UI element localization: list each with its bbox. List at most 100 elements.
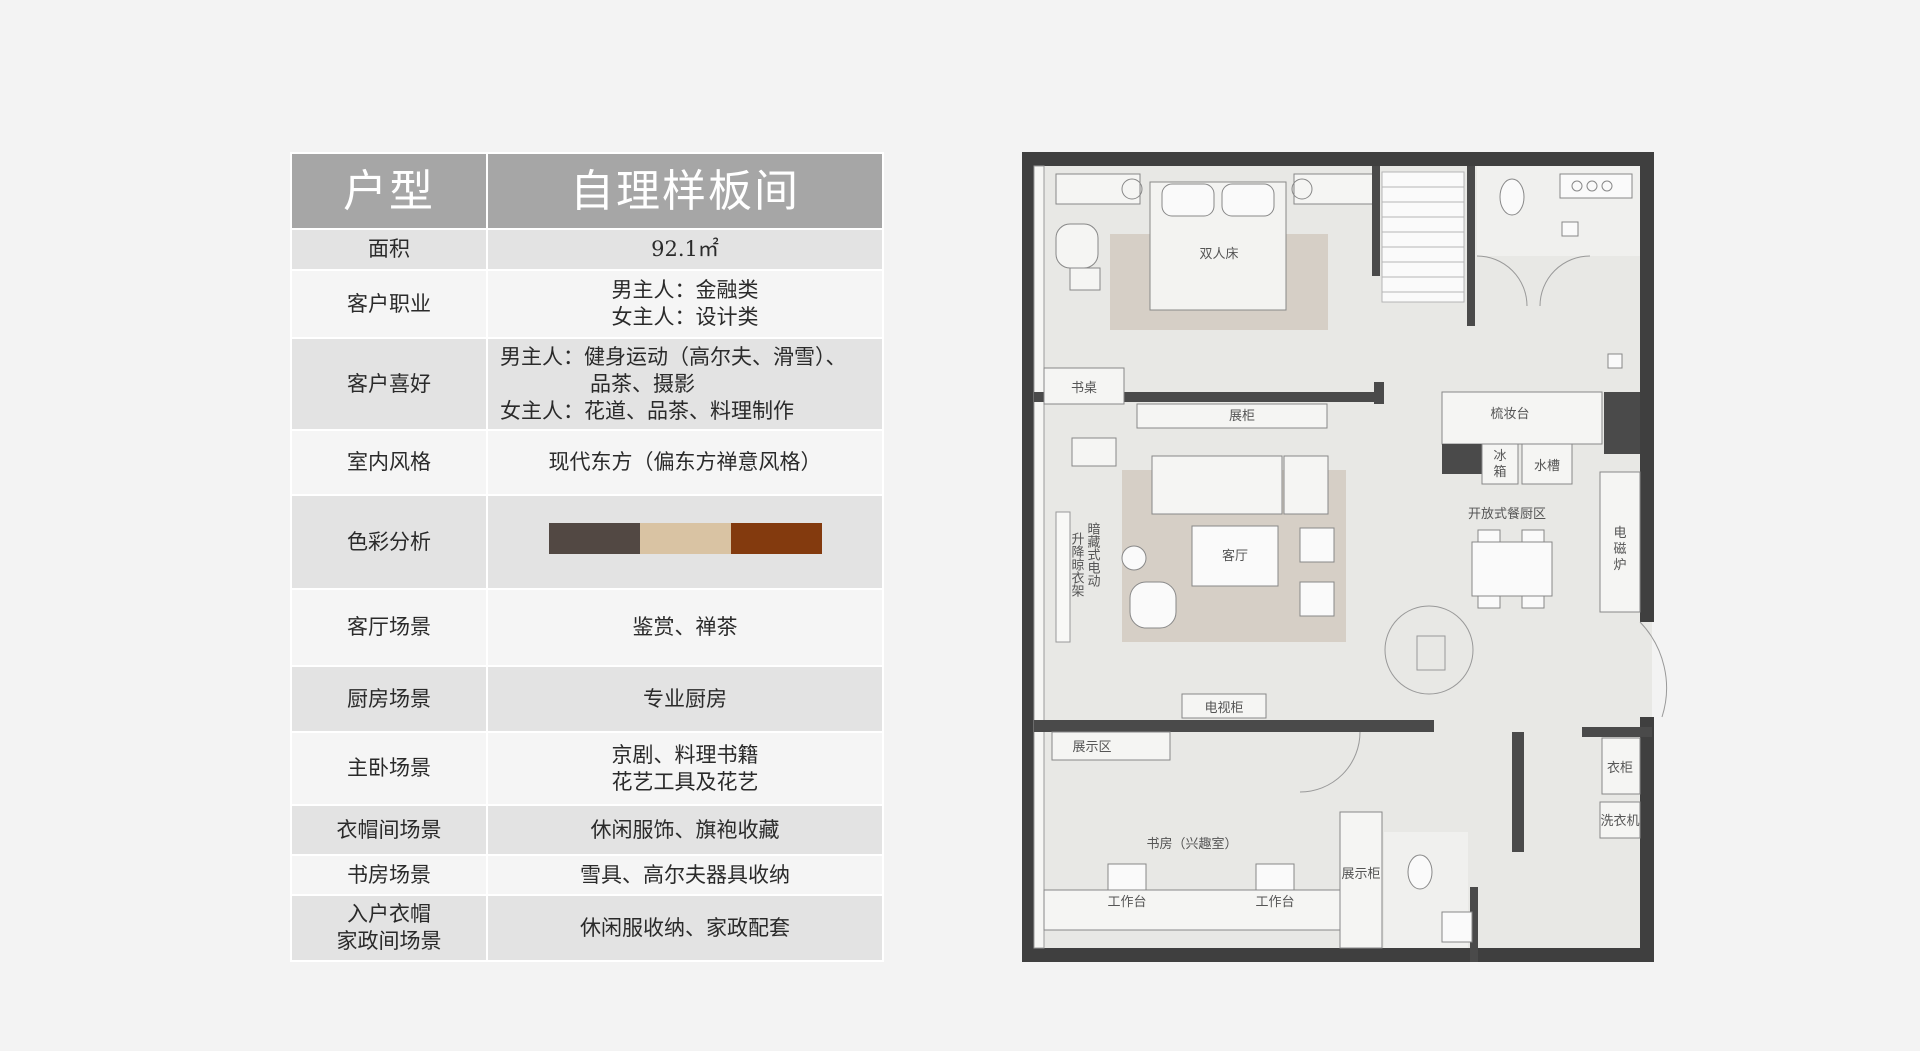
interior-walls	[1034, 166, 1652, 962]
side-table	[1121, 545, 1147, 571]
faucet-icon	[1586, 180, 1598, 192]
row-label: 书房场景	[290, 854, 488, 896]
row-label: 色彩分析	[290, 494, 488, 590]
fixture	[1561, 221, 1579, 237]
hobbies-line-2: 品茶、摄影	[590, 371, 695, 396]
table-row-living: 客厅场景 鉴赏、禅茶	[290, 588, 884, 667]
row-label: 室内风格	[290, 429, 488, 496]
row-value: 男主人：健身运动（高尔夫、滑雪）、 品茶、摄影 女主人：花道、品茶、料理制作	[486, 337, 884, 431]
label-display-cabinet: 展示柜	[1341, 867, 1380, 882]
fridge-block	[1442, 444, 1482, 474]
dining-chair	[1477, 529, 1501, 543]
row-value: 休闲服饰、旗袍收藏	[486, 804, 884, 856]
table-row-colors: 色彩分析	[290, 494, 884, 590]
toilet-icon	[1407, 854, 1433, 890]
label-rack-2: 升降晾衣架	[1069, 532, 1085, 597]
entry-label-1: 入户衣帽	[347, 902, 431, 926]
dining-chair	[1477, 595, 1501, 609]
chair	[1107, 863, 1147, 891]
table-row-style: 室内风格 现代东方（偏东方禅意风格）	[290, 429, 884, 496]
color-swatch-beige	[639, 523, 731, 554]
pillow	[1161, 183, 1215, 217]
row-label: 入户衣帽 家政间场景	[290, 894, 488, 962]
label-vanity: 梳妆台	[1490, 407, 1529, 422]
wheelchair-turning-circle	[1384, 605, 1474, 695]
row-value: 92.1㎡	[486, 228, 884, 271]
table-header-row: 户型 自理样板间	[290, 152, 884, 230]
floor-plan: 双人床 书桌 展柜	[1022, 152, 1668, 962]
row-label: 客厅场景	[290, 588, 488, 667]
pillow	[1221, 183, 1275, 217]
row-value: 京剧、料理书籍 花艺工具及花艺	[486, 731, 884, 806]
label-desk: 书桌	[1071, 381, 1097, 396]
master-line-1: 京剧、料理书籍	[611, 742, 759, 767]
wardrobe-hatch	[1381, 171, 1465, 303]
table-row-master: 主卧场景 京剧、料理书籍 花艺工具及花艺	[290, 731, 884, 806]
dining-chair	[1521, 529, 1545, 543]
row-label: 客户喜好	[290, 337, 488, 431]
armchair-icon	[1129, 581, 1177, 629]
entry-label-2: 家政间场景	[336, 929, 442, 953]
fixture	[1441, 911, 1473, 943]
label-stove-2: 磁	[1613, 542, 1626, 557]
display-cabinet	[1136, 403, 1328, 429]
drying-rack	[1055, 511, 1071, 643]
sink	[1521, 443, 1573, 485]
table-row-kitchen: 厨房场景 专业厨房	[290, 665, 884, 733]
color-swatch-rust	[730, 523, 822, 554]
dining-table	[1471, 541, 1553, 597]
row-label: 衣帽间场景	[290, 804, 488, 856]
display-area	[1051, 731, 1171, 761]
label-washer: 洗衣机	[1600, 813, 1639, 829]
label-tv-cabinet: 电视柜	[1204, 701, 1243, 716]
row-value	[486, 494, 884, 590]
sofa-chaise	[1283, 455, 1329, 515]
tv-cabinet	[1181, 693, 1267, 719]
faucet-icon	[1601, 180, 1613, 192]
nightstand	[1055, 173, 1141, 205]
row-value: 雪具、高尔夫器具收纳	[486, 854, 884, 896]
label-cabinet: 展柜	[1229, 409, 1255, 424]
label-display-area: 展示区	[1072, 740, 1111, 755]
label-living: 客厅	[1222, 548, 1248, 564]
label-stove-1: 电	[1613, 526, 1626, 541]
header-col2: 自理样板间	[486, 152, 884, 230]
color-swatch-dark-brown	[548, 523, 640, 554]
row-value: 男主人：金融类 女主人：设计类	[486, 269, 884, 339]
hobbies-line-3: 女主人：花道、品茶、料理制作	[500, 398, 794, 423]
armchair-icon	[1055, 223, 1099, 269]
table-row-cloakroom: 衣帽间场景 休闲服饰、旗袍收藏	[290, 804, 884, 856]
desk	[1043, 367, 1125, 405]
occupation-line-1: 男主人：金融类	[611, 278, 759, 302]
ottoman	[1069, 267, 1101, 291]
door-swing-icon	[1539, 255, 1591, 307]
stool	[1299, 527, 1335, 563]
lamp-icon	[1121, 178, 1143, 200]
washer	[1599, 801, 1641, 839]
row-label: 面积	[290, 228, 488, 271]
label-workbench-1: 工作台	[1107, 895, 1146, 910]
label-fridge-1: 冰	[1493, 449, 1506, 464]
label-workbench-2: 工作台	[1255, 895, 1294, 910]
chair	[1255, 863, 1295, 891]
label-bed: 双人床	[1199, 247, 1238, 262]
row-value: 鉴赏、禅茶	[486, 588, 884, 667]
door-swing-icon	[1299, 731, 1361, 793]
dining-chair	[1521, 595, 1545, 609]
coffee-table	[1191, 525, 1279, 587]
spec-table: 户型 自理样板间 面积 92.1㎡ 客户职业 男主人：金融类 女主人：设计类 客…	[290, 152, 884, 962]
table-row-hobbies: 客户喜好 男主人：健身运动（高尔夫、滑雪）、 品茶、摄影 女主人：花道、品茶、料…	[290, 337, 884, 431]
table-row-area: 面积 92.1㎡	[290, 228, 884, 271]
fridge	[1481, 443, 1519, 485]
wheelchair-icon	[1416, 635, 1446, 671]
row-value: 专业厨房	[486, 665, 884, 733]
nightstand	[1293, 173, 1379, 205]
label-rack-1: 暗藏式电动	[1085, 522, 1101, 588]
bath-counter	[1559, 173, 1633, 199]
label-stove-3: 炉	[1613, 558, 1626, 573]
door-swing-icon	[1476, 255, 1528, 307]
table-row-occupation: 客户职业 男主人：金融类 女主人：设计类	[290, 269, 884, 339]
chair	[1071, 437, 1117, 467]
outer-walls	[1022, 152, 1654, 962]
row-value: 休闲服收纳、家政配套	[486, 894, 884, 962]
